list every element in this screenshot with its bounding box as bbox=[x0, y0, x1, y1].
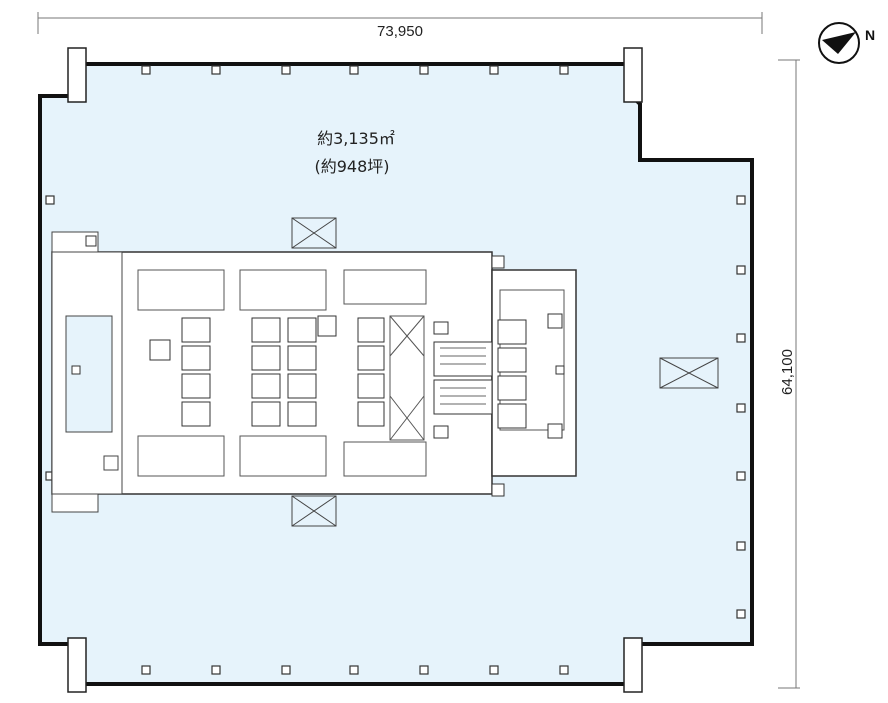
width-dimension-label: 73,950 bbox=[377, 23, 423, 40]
height-dimension-label: 64,100 bbox=[779, 349, 796, 395]
perimeter-columns-right bbox=[736, 195, 746, 619]
corner-columns bbox=[67, 47, 643, 693]
floor-area-tsubo: (約948坪) bbox=[314, 157, 389, 176]
ceiling-hatches bbox=[291, 217, 719, 527]
compass-north-label: N bbox=[865, 27, 875, 43]
floor-area-sqm: 約3,135㎡ bbox=[317, 129, 395, 148]
compass-icon: N bbox=[818, 22, 875, 64]
building-core bbox=[51, 231, 577, 513]
height-dimension bbox=[778, 59, 800, 689]
perimeter-columns-top bbox=[141, 65, 569, 75]
width-dimension bbox=[37, 12, 763, 34]
perimeter-columns-bottom bbox=[141, 665, 569, 675]
